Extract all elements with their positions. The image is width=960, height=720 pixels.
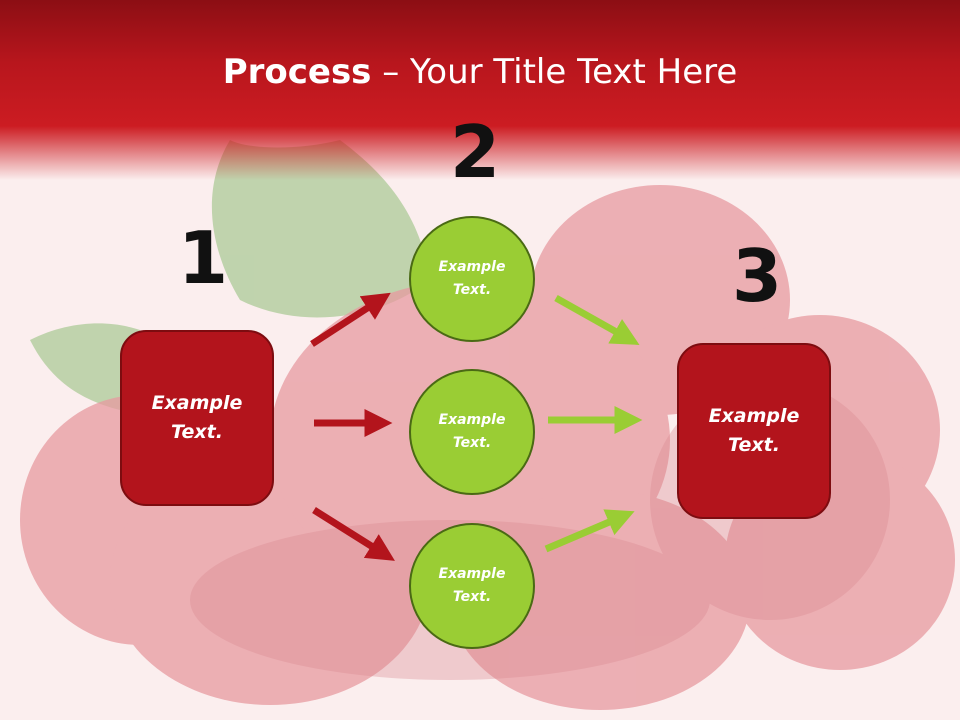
right-box: Example Text. [677, 343, 831, 519]
left-box: Example Text. [120, 330, 274, 506]
right-box-text: Example Text. [708, 405, 800, 456]
green-arrow-down [554, 294, 640, 345]
circle-top: Example Text. [409, 216, 535, 342]
circle-middle: Example Text. [409, 369, 535, 495]
circle-top-text: Example Text. [438, 259, 506, 298]
step-number-1: 1 [178, 216, 229, 300]
red-arrow-up [310, 292, 391, 347]
circle-middle-text: Example Text. [438, 412, 506, 451]
green-arrow-up [544, 509, 635, 553]
left-box-text: Example Text. [151, 392, 243, 443]
step-number-3: 3 [732, 234, 783, 318]
circle-bottom: Example Text. [409, 523, 535, 649]
circle-bottom-text: Example Text. [438, 566, 506, 605]
title-rest: – Your Title Text Here [371, 52, 738, 92]
red-arrow-down [312, 507, 395, 561]
header-band [0, 0, 960, 180]
title-bold: Process [222, 52, 372, 92]
slide-title: Process – Your Title Text Here [0, 52, 960, 92]
step-number-2: 2 [450, 110, 501, 194]
